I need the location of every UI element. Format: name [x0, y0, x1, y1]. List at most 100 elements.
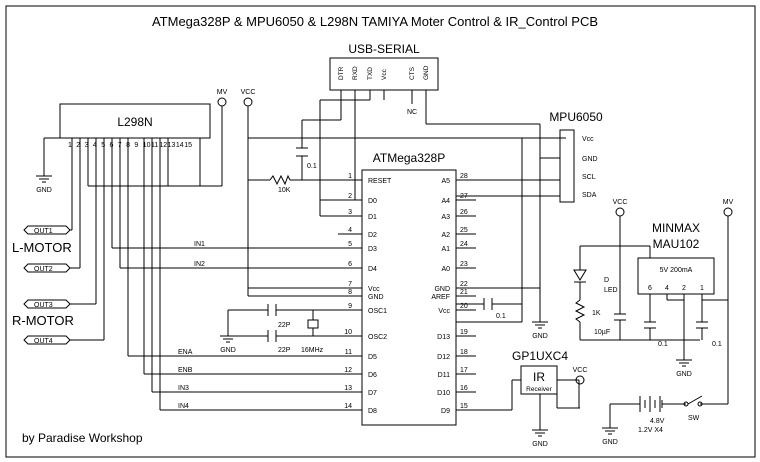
led-diode: [573, 269, 587, 281]
atmega-pin-number: 12: [344, 367, 352, 374]
atmega-pin-label: GND: [368, 294, 384, 301]
net-in4: IN4: [178, 403, 189, 410]
power-label: MV: [723, 199, 734, 206]
l298n-pin-number: 1: [68, 142, 72, 149]
nc-label: NC: [407, 109, 417, 116]
power-terminal: [217, 97, 227, 107]
atmega-pin-number: 28: [460, 173, 468, 180]
l298n-pin-number: 3: [85, 142, 89, 149]
motor-output-connector: [23, 263, 71, 273]
atmega-pin-number: 25: [460, 227, 468, 234]
ground-label: GND: [220, 347, 236, 354]
atmega-pin-number: 1: [348, 173, 352, 180]
atmega-pin-number: 5: [348, 241, 352, 248]
regulator-chip: [637, 257, 715, 295]
atmega-pin-label: D9: [441, 408, 450, 415]
atmega-pin-number: 23: [460, 261, 468, 268]
atmega-pin-number: 6: [348, 261, 352, 268]
battery-label-2: 1.2V X4: [638, 427, 663, 434]
atmega-pin-number: 18: [460, 349, 468, 356]
regulator-rating: 5V 200mA: [660, 267, 693, 274]
atmega-pin-number: 20: [460, 303, 468, 310]
atmega-pin-number: 4: [348, 227, 352, 234]
atmega-pin-label: D10: [437, 390, 450, 397]
atmega-pin-number: 10: [344, 329, 352, 336]
motor-output-connector: [23, 335, 71, 345]
net-enb: ENB: [178, 367, 193, 374]
cap-22p-2-label: 22P: [278, 347, 291, 354]
usb-pin-label: DTR: [338, 66, 345, 80]
power-terminal: [615, 207, 625, 217]
atmega-right-pins: A528A427A326A225A124A023GND22AREF21Vcc20…: [431, 173, 476, 415]
atmega-pin-number: 19: [460, 329, 468, 336]
ir-sub-label: Receiver: [526, 386, 552, 393]
atmega-pin-number: 3: [348, 209, 352, 216]
atmega-pin-number: 8: [348, 289, 352, 296]
atmega-pin-label: OSC1: [368, 308, 387, 315]
atmega-pin-label: D8: [368, 408, 377, 415]
l298n-pin-number: 12: [159, 142, 167, 149]
net-in3: IN3: [178, 385, 189, 392]
motor-output-label: OUT1: [34, 228, 53, 235]
l298n-pin-number: 10: [143, 142, 151, 149]
dtr-cap-label: 0.1: [307, 163, 317, 170]
reg-cap-1-label: 0.1: [658, 341, 668, 348]
regulator-pin-number: 2: [682, 285, 686, 292]
power-label: VCC: [241, 89, 256, 96]
usb-pin-label: Vcc: [381, 68, 388, 80]
regulator-name-1: MINMAX: [652, 221, 700, 235]
power-label: MV: [217, 89, 228, 96]
usb-serial-name: USB-SERIAL: [348, 42, 420, 56]
atmega-pin-label: OSC2: [368, 334, 387, 341]
mpu6050-pin-label: SDA: [582, 192, 597, 199]
l298n-pin-number: 15: [184, 142, 192, 149]
atmega-pin-label: D1: [368, 214, 377, 221]
l298n-chip: [59, 103, 211, 139]
usb-pin-label: RXD: [352, 66, 359, 80]
atmega-pin-label: D12: [437, 354, 450, 361]
reset-resistor: [269, 174, 291, 186]
atmega-pin-label: D0: [368, 198, 377, 205]
reg-cap-2-label: 0.1: [712, 341, 722, 348]
atmega-pin-number: 2: [348, 193, 352, 200]
l298n-pin-number: 11: [151, 142, 158, 149]
motor-output-label: OUT2: [34, 266, 53, 273]
atmega-pin-label: D7: [368, 390, 377, 397]
regulator-name-2: MAU102: [653, 237, 700, 251]
atmega-pin-label: D3: [368, 246, 377, 253]
atmega-pin-label: A3: [441, 214, 450, 221]
atmega-pin-number: 21: [460, 289, 468, 296]
ir-receiver: [520, 365, 558, 395]
atmega-pin-label: A5: [441, 178, 450, 185]
atmega-pin-label: AREF: [431, 294, 450, 301]
net-in2: IN2: [194, 261, 205, 268]
cap-22p-1-label: 22P: [278, 322, 291, 329]
l298n-pin-number: 2: [76, 142, 80, 149]
motor-output-label: OUT4: [34, 338, 53, 345]
power-label: VCC: [613, 199, 628, 206]
ground-label: GND: [602, 439, 618, 446]
wires: [43, 90, 729, 428]
switch-label: SW: [688, 415, 700, 422]
battery-label-1: 4.8V: [650, 418, 665, 425]
l298n-pin-number: 9: [134, 142, 138, 149]
mpu6050-pin-label: Vcc: [582, 136, 594, 143]
motor-output-connector: [23, 299, 71, 309]
ir-part-name: GP1UXC4: [512, 349, 568, 363]
net-in1: IN1: [194, 241, 205, 248]
regulator-pin-number: 1: [700, 285, 704, 292]
el-cap-label: 10µF: [594, 329, 610, 336]
power-label: VCC: [573, 367, 588, 374]
atmega-pin-number: 13: [344, 385, 352, 392]
usb-pin-label: CTS: [409, 66, 416, 80]
atmega-pin-label: D11: [438, 372, 450, 379]
reset-resistor-label: 10K: [278, 187, 291, 194]
atmega-pin-label: D5: [368, 354, 377, 361]
l298n-pin-number: 13: [168, 142, 176, 149]
regulator-pin-number: 6: [648, 285, 652, 292]
